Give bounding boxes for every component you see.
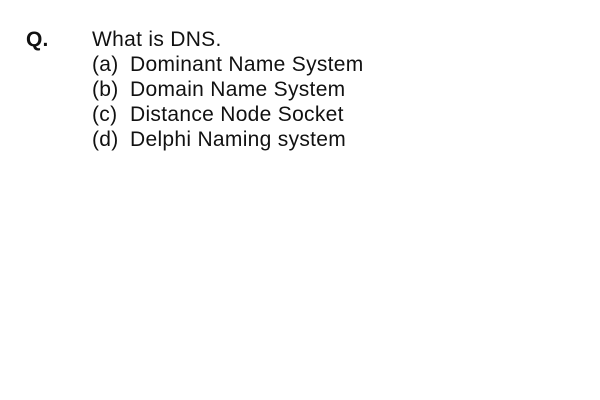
option-a: (a) Dominant Name System [92, 52, 586, 77]
option-letter: (b) [92, 78, 119, 101]
option-text: Dominant Name System [130, 53, 364, 76]
option-letter: (a) [92, 53, 119, 76]
option-c: (c) Distance Node Socket [92, 102, 586, 127]
option-b: (b) Domain Name System [92, 77, 586, 102]
option-letter: (d) [92, 128, 119, 151]
option-text: Domain Name System [130, 78, 346, 101]
question-label: Q. [26, 28, 49, 51]
question-text: What is DNS. [92, 28, 222, 51]
option-text: Delphi Naming system [130, 128, 347, 151]
option-d: (d) Delphi Naming system [92, 127, 586, 152]
answer-options: (a) Dominant Name System (b) Domain Name… [26, 52, 586, 152]
question-row: Q. What is DNS. [26, 28, 586, 52]
option-letter: (c) [92, 103, 118, 126]
option-text: Distance Node Socket [130, 103, 344, 126]
question-block: Q. What is DNS. (a) Dominant Name System… [26, 28, 586, 152]
